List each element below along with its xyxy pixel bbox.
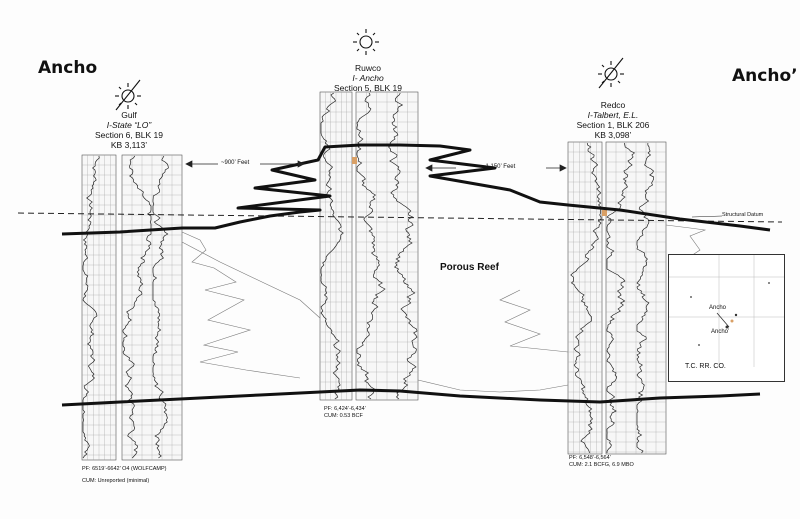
cumulative-production: CUM: 0.53 BCF	[324, 413, 363, 419]
porous-reef-label: Porous Reef	[440, 262, 499, 273]
map-label-ancho-prime: Ancho’	[711, 329, 730, 335]
perforation-marker	[602, 210, 607, 216]
field-label-left: Ancho	[38, 58, 98, 78]
map-company-label: T.C. RR. CO.	[685, 363, 726, 370]
reef-base-line	[61, 388, 761, 407]
well-kb: KB 3,113’	[110, 140, 148, 150]
well-header-ruwco: Ruwco I- Ancho Section 5, BLK 19	[326, 63, 410, 93]
well-operator: Ruwco	[355, 63, 381, 73]
well-operator: Gulf	[121, 110, 137, 120]
production-note-gulf: PF: 6519’-6642’ O4 (WOLFCAMP) CUM: Unrep…	[82, 466, 166, 485]
spacing-label: ~900’ Feet	[221, 160, 250, 166]
well-name: I- Ancho	[352, 73, 384, 83]
structural-datum-line	[17, 212, 783, 223]
perforation-marker	[352, 157, 357, 164]
well-location: Section 5, BLK 19	[333, 83, 403, 93]
location-map-inset: Ancho Ancho’ T.C. RR. CO.	[668, 254, 785, 382]
perf-interval: PF: 6,548’-6,564’	[569, 455, 611, 461]
map-label-ancho: Ancho	[709, 305, 727, 311]
well-header-gulf: Gulf I-State “LO” Section 6, BLK 19 KB 3…	[86, 110, 172, 150]
production-note-redco: PF: 6,548’-6,564’ CUM: 2.1 BCFG, 6.9 MBO	[569, 455, 634, 469]
well-name: I-Talbert, E.L.	[587, 110, 639, 120]
spacing-arrows	[185, 160, 567, 172]
well-operator: Redco	[600, 100, 626, 110]
structural-datum-label: Structural Datum	[722, 212, 764, 218]
well-name: I-State “LO”	[106, 120, 152, 130]
gas-well-icon	[598, 57, 624, 89]
perf-interval: PF: 6,424’-6,434’	[324, 406, 366, 412]
production-note-ruwco: PF: 6,424’-6,434’ CUM: 0.53 BCF	[324, 406, 366, 420]
well-kb: KB 3,098’	[594, 130, 632, 140]
gas-well-icon	[353, 29, 379, 55]
well-log-gulf	[81, 154, 183, 461]
well-location: Section 1, BLK 206	[576, 120, 650, 130]
well-location: Section 6, BLK 19	[94, 130, 164, 140]
cumulative-production: CUM: 2.1 BCFG, 6.9 MBO	[569, 462, 634, 468]
field-label-right: Ancho’	[732, 66, 798, 86]
cumulative-production: CUM: Unreported (minimal)	[82, 478, 150, 484]
correlation-lines	[181, 224, 707, 393]
well-log-redco	[567, 141, 667, 455]
well-log-ruwco	[319, 91, 419, 401]
well-header-redco: Redco I-Talbert, E.L. Section 1, BLK 206…	[568, 100, 658, 140]
spacing-label: ~1,150’ Feet	[482, 164, 516, 170]
perf-interval: PF: 6519’-6642’ O4 (WOLFCAMP)	[82, 466, 167, 472]
gas-well-icon	[115, 79, 141, 111]
reef-top-line	[61, 143, 771, 236]
